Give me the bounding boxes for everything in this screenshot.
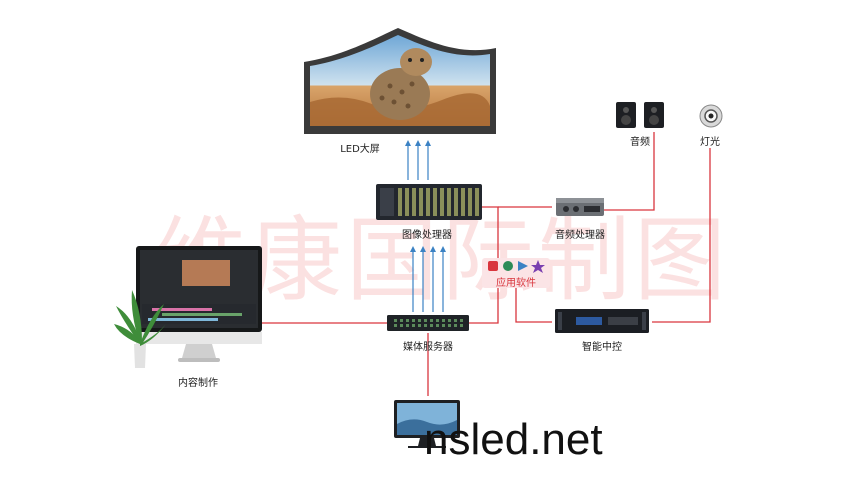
app-software-icons	[488, 260, 545, 273]
led-screen-label: LED大屏	[340, 144, 380, 155]
imac-workstation-icon	[114, 246, 262, 368]
media-server-icon	[387, 315, 469, 331]
app-software-label: 应用软件	[496, 278, 536, 289]
smart-control-label: 智能中控	[582, 342, 622, 353]
audio-processor-icon	[556, 198, 604, 216]
light-label: 灯光	[700, 137, 720, 148]
wire-audio-to-speaker	[604, 132, 655, 211]
image-processor-label: 图像处理器	[402, 230, 452, 241]
curved-led-screen-icon	[304, 28, 496, 134]
rack-processor-icon	[376, 184, 482, 220]
signal-arrows	[405, 140, 446, 312]
domain-text: nsled.net	[424, 415, 603, 464]
speaker-label: 音频	[630, 137, 650, 148]
speaker-pair-icon	[616, 102, 664, 128]
app-software-panel: 应用软件	[482, 258, 550, 289]
audio-processor-label: 音频处理器	[555, 230, 605, 241]
central-control-icon	[555, 309, 649, 333]
monitor-icon	[394, 400, 460, 448]
wire-control-to-light	[652, 148, 711, 323]
content-creation-label: 内容制作	[178, 378, 218, 389]
media-server-label: 媒体服务器	[403, 342, 453, 353]
stage-light-icon	[699, 104, 723, 128]
